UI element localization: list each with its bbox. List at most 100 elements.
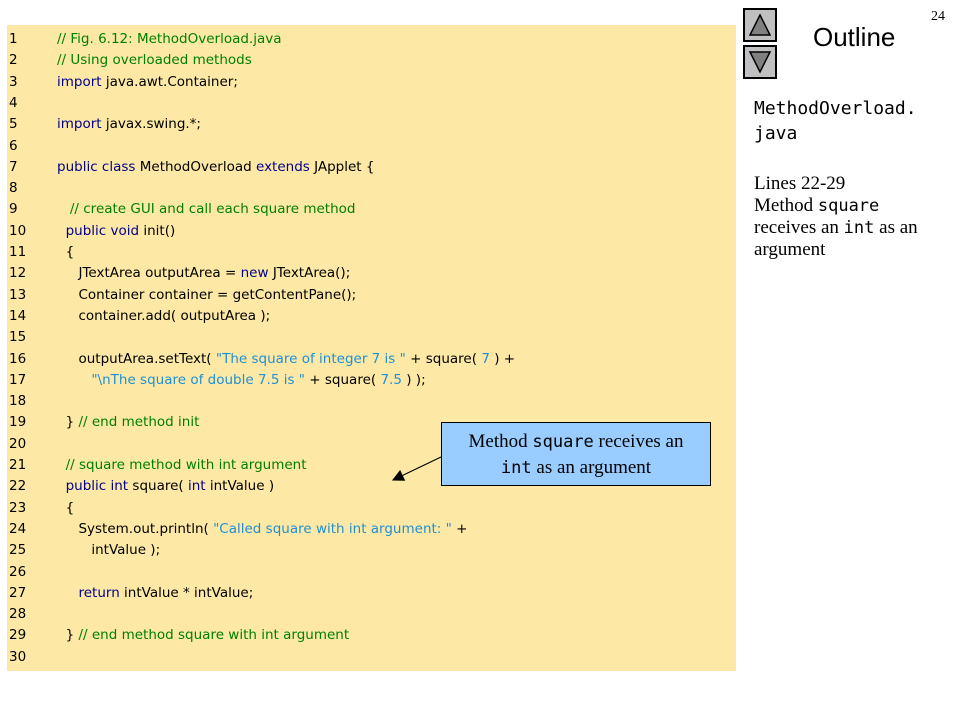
code-token: 7	[481, 350, 490, 367]
sidebar-desc-line3: receives an int as an	[754, 217, 959, 239]
code-token: }	[65, 627, 75, 644]
code-token: intValue );	[91, 542, 161, 559]
line-number: 18	[9, 393, 27, 410]
page-number: 24	[931, 9, 945, 24]
callout-line2: int as an argument	[442, 455, 710, 481]
code-token: outputArea.setText(	[78, 350, 212, 367]
code-token: +	[456, 520, 468, 537]
next-slide-button[interactable]	[743, 45, 777, 79]
callout-box: Method square receives an int as an argu…	[441, 422, 711, 486]
code-token: MethodOverload	[139, 158, 252, 175]
line-number: 5	[9, 116, 18, 133]
sidebar-code: int	[843, 218, 875, 238]
code-text: // Fig. 6.12: MethodOverload.java	[57, 29, 282, 49]
callout-line1: Method square receives an	[442, 429, 710, 455]
code-token: return	[78, 584, 120, 601]
code-token: init()	[143, 222, 176, 239]
sidebar-filename: MethodOverload. java	[754, 96, 917, 146]
sidebar-desc-line2: Method square	[754, 195, 959, 217]
code-token: // Fig. 6.12: MethodOverload.java	[57, 31, 282, 47]
line-number: 2	[9, 52, 18, 69]
code-token: "Called square with int argument: "	[213, 520, 452, 537]
line-number: 8	[9, 180, 18, 197]
previous-slide-button[interactable]	[743, 8, 777, 42]
code-token: // square method with int argument	[65, 457, 307, 473]
code-token: container.add( outputArea );	[78, 307, 271, 324]
code-token: public int	[65, 478, 129, 495]
line-number: 12	[9, 265, 27, 282]
code-text: container.add( outputArea );	[57, 306, 270, 326]
code-token: JApplet {	[314, 158, 375, 175]
code-token: square(	[132, 478, 184, 495]
line-number: 24	[9, 520, 27, 537]
callout-code: square	[532, 432, 594, 452]
line-number: 22	[9, 478, 27, 495]
callout-code: int	[500, 458, 532, 478]
code-text: "\nThe square of double 7.5 is " + squar…	[57, 370, 425, 390]
line-number: 16	[9, 350, 27, 367]
code-token: import	[57, 116, 102, 133]
callout-text: receives an	[593, 431, 684, 452]
sidebar-text: Method	[754, 195, 818, 216]
line-number: 11	[9, 244, 27, 260]
callout-text: as an argument	[531, 457, 652, 478]
line-number: 7	[9, 158, 18, 175]
code-token: public class	[57, 158, 136, 175]
code-token: System.out.println(	[78, 520, 209, 537]
code-token: JTextArea outputArea =	[78, 265, 237, 282]
line-number: 9	[9, 201, 18, 218]
line-number: 27	[9, 584, 27, 601]
line-number: 30	[9, 648, 27, 665]
line-number: 19	[9, 414, 27, 431]
code-token: // end method init	[78, 414, 200, 431]
code-token: java.awt.Container;	[105, 73, 238, 90]
line-number: 23	[9, 499, 27, 516]
code-text: import java.awt.Container;	[57, 72, 238, 92]
code-token: import	[57, 73, 102, 90]
code-token: new	[240, 265, 269, 282]
code-token: // end method square with int argument	[78, 627, 350, 644]
code-token: {	[65, 499, 75, 516]
line-number: 15	[9, 329, 27, 346]
code-token: intValue )	[209, 478, 275, 495]
code-token: intValue * intValue;	[124, 584, 254, 601]
outline-title: Outline	[813, 22, 896, 52]
line-number: 17	[9, 371, 27, 388]
code-text: {	[57, 242, 75, 262]
code-token: javax.swing.*;	[105, 116, 201, 133]
line-number: 3	[9, 73, 18, 90]
callout-text: Method	[468, 431, 533, 452]
code-token: // create GUI and call each square metho…	[69, 201, 356, 218]
code-token: extends	[256, 158, 310, 175]
line-number: 10	[9, 222, 27, 239]
sidebar-text: as an	[874, 217, 918, 238]
triangle-down-icon	[748, 51, 772, 74]
code-token: "\nThe square of double 7.5 is "	[91, 371, 305, 388]
code-text: // Using overloaded methods	[57, 50, 252, 70]
code-text: } // end method square with int argument	[57, 625, 350, 645]
code-token: Container container = getContentPane();	[78, 286, 357, 303]
sidebar-lines-label: Lines 22-29	[754, 173, 846, 194]
line-number: 6	[9, 137, 18, 154]
sidebar-filename-line1: MethodOverload.	[754, 98, 917, 119]
code-token: 7.5	[380, 371, 402, 388]
code-text: {	[57, 498, 75, 518]
code-text: public int square( int intValue )	[57, 476, 275, 496]
code-text: // create GUI and call each square metho…	[57, 199, 356, 219]
line-number: 4	[9, 94, 18, 111]
code-text: return intValue * intValue;	[57, 583, 253, 603]
code-token: {	[65, 244, 75, 260]
code-token: + square(	[410, 350, 478, 367]
code-token: + square(	[309, 371, 377, 388]
code-text: intValue );	[57, 540, 160, 560]
line-number: 20	[9, 435, 27, 452]
code-text: public void init()	[57, 221, 176, 241]
line-number: 25	[9, 542, 27, 559]
code-token: // Using overloaded methods	[57, 52, 252, 69]
code-text: Container container = getContentPane();	[57, 285, 356, 305]
sidebar-code: square	[817, 196, 880, 216]
sidebar-description: Lines 22-29 Method square receives an in…	[754, 173, 959, 261]
code-text: import javax.swing.*;	[57, 114, 201, 134]
line-number: 28	[9, 606, 27, 623]
